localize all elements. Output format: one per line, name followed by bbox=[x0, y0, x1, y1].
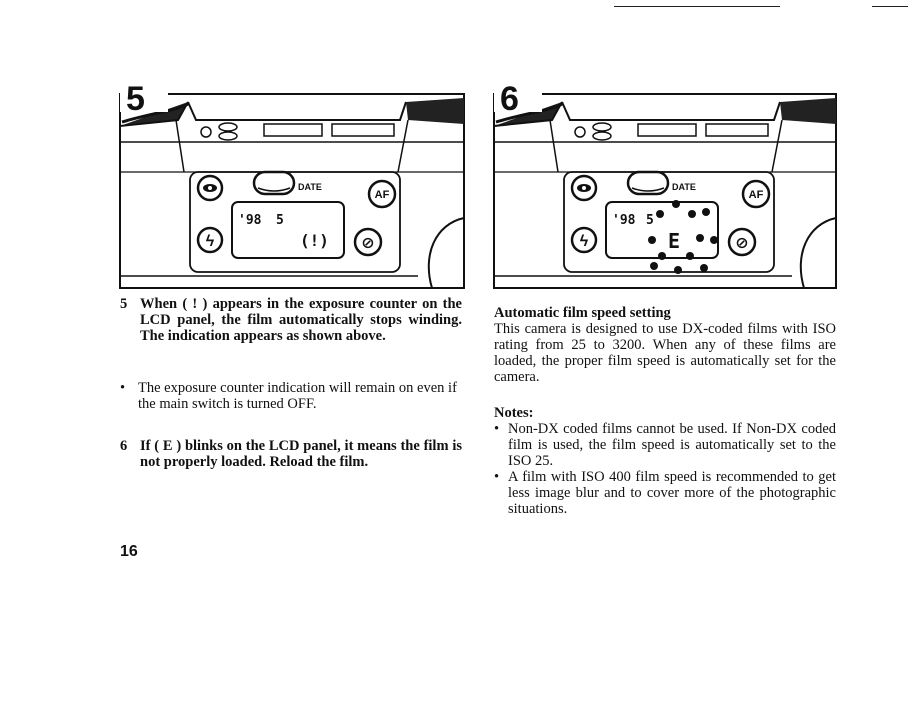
bullet-marker: • bbox=[494, 421, 500, 437]
step-6-text: If ( E ) blinks on the LCD panel, it mea… bbox=[140, 438, 462, 470]
page-number: 16 bbox=[120, 543, 138, 560]
date-label: DATE bbox=[672, 182, 696, 192]
af-label: AF bbox=[749, 189, 764, 201]
lcd-exposure-counter: (!) bbox=[300, 231, 329, 250]
left-column: 5 When ( ! ) appears in the exposure cou… bbox=[120, 296, 462, 470]
camera-illustration-5: DATE AF '98 5 (!) ϟ ⊘ 5 bbox=[119, 80, 465, 289]
self-timer-button-icon: ⊘ bbox=[727, 227, 757, 257]
top-rule-long bbox=[614, 6, 780, 7]
svg-text:ϟ: ϟ bbox=[206, 233, 215, 250]
lcd-mode-digit: 5 bbox=[646, 213, 654, 228]
flash-button-icon: ϟ bbox=[570, 226, 598, 254]
step-5-text: When ( ! ) appears in the exposure count… bbox=[140, 296, 462, 344]
figure-6: DATE AF '98 5 E ϟ ⊘ bbox=[492, 80, 838, 290]
bullet-marker: • bbox=[120, 380, 126, 396]
note-text: A film with ISO 400 film speed is recomm… bbox=[508, 469, 836, 517]
step-5: 5 When ( ! ) appears in the exposure cou… bbox=[120, 296, 462, 344]
figure-number-5: 5 bbox=[126, 80, 145, 118]
af-label: AF bbox=[375, 189, 390, 201]
lcd-date-digits: '98 bbox=[238, 213, 262, 228]
counter-note-text: The exposure counter indication will rem… bbox=[138, 380, 457, 412]
counter-note: • The exposure counter indication will r… bbox=[120, 380, 462, 412]
svg-text:⊘: ⊘ bbox=[735, 235, 748, 252]
date-button-icon bbox=[252, 170, 296, 196]
step-6-number: 6 bbox=[120, 438, 128, 454]
right-column: Automatic film speed setting This camera… bbox=[494, 305, 836, 517]
step-5-number: 5 bbox=[120, 296, 128, 312]
figure-5: DATE AF '98 5 (!) ϟ ⊘ 5 bbox=[118, 80, 466, 290]
bullet-marker: • bbox=[494, 469, 500, 485]
note-item: • Non-DX coded films cannot be used. If … bbox=[494, 421, 836, 469]
date-label: DATE bbox=[298, 182, 322, 192]
figure-number-6: 6 bbox=[500, 80, 519, 118]
eye-button-icon bbox=[196, 174, 224, 202]
af-button-icon: AF bbox=[367, 179, 397, 209]
flash-button-icon: ϟ bbox=[196, 226, 224, 254]
lcd-mode-digit: 5 bbox=[276, 213, 284, 228]
camera-illustration-6: DATE AF '98 5 E ϟ ⊘ bbox=[493, 80, 837, 289]
lcd-error-indicator: E bbox=[668, 229, 680, 253]
self-timer-button-icon: ⊘ bbox=[353, 227, 383, 257]
section-heading: Automatic film speed setting bbox=[494, 305, 671, 321]
note-text: Non-DX coded films cannot be used. If No… bbox=[508, 421, 836, 469]
step-6: 6 If ( E ) blinks on the LCD panel, it m… bbox=[120, 438, 462, 470]
note-item: • A film with ISO 400 film speed is reco… bbox=[494, 469, 836, 517]
notes-heading: Notes: bbox=[494, 405, 534, 421]
blink-indicator-dots bbox=[648, 200, 718, 274]
lcd-date-digits: '98 bbox=[612, 213, 636, 228]
svg-text:⊘: ⊘ bbox=[361, 235, 374, 252]
svg-text:ϟ: ϟ bbox=[580, 233, 589, 250]
eye-button-icon bbox=[570, 174, 598, 202]
af-button-icon: AF bbox=[741, 179, 771, 209]
top-rule-short bbox=[872, 6, 908, 7]
date-button-icon bbox=[626, 170, 670, 196]
section-paragraph: This camera is designed to use DX-coded … bbox=[494, 321, 836, 385]
